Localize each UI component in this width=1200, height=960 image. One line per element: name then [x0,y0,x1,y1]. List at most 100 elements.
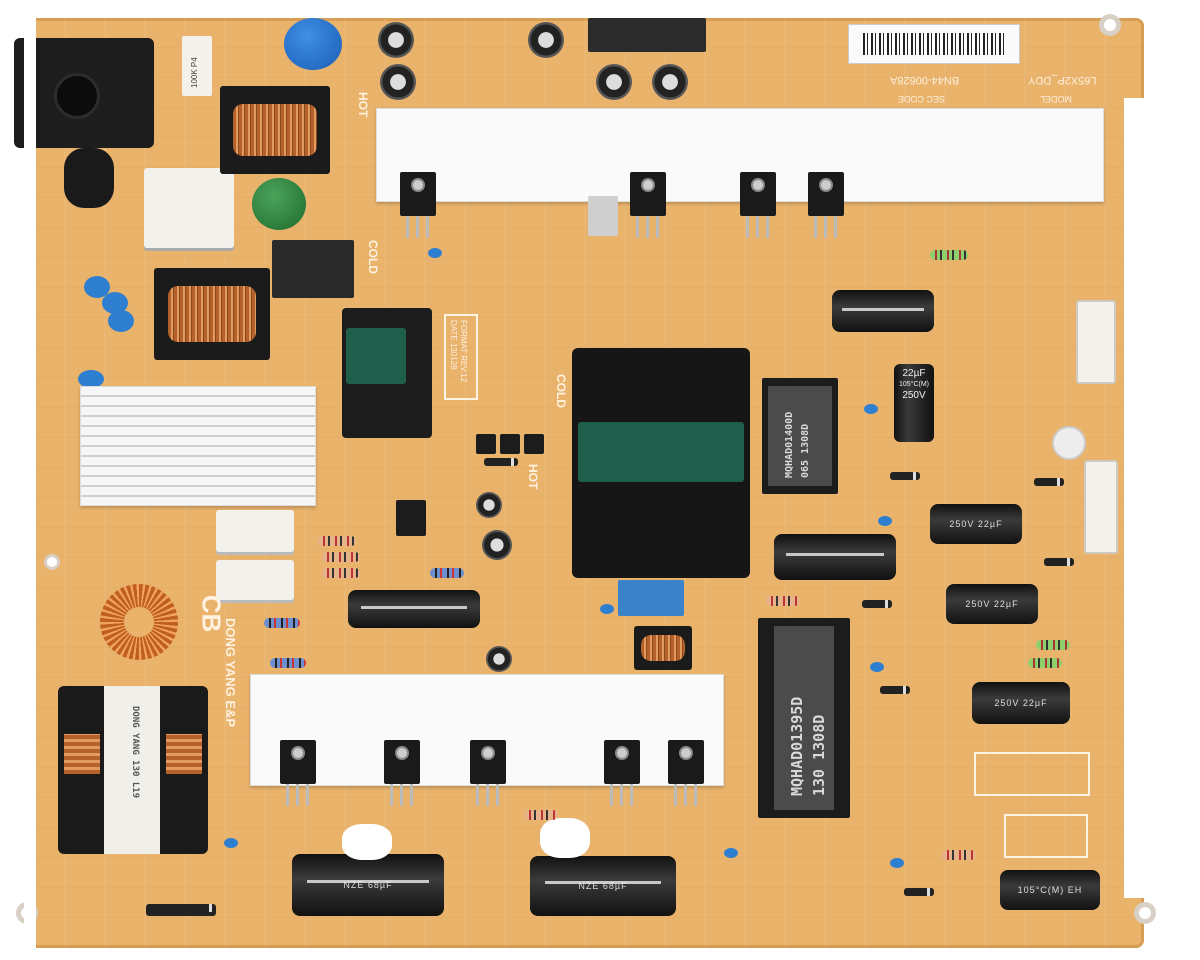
bulk-capacitor-68uf: NZE 68µF [292,854,444,916]
barcode [863,33,1005,55]
ceramic-capacitor [878,516,892,526]
blue-capacitor-block [618,580,684,616]
diode [484,458,518,466]
mosfet [808,172,844,238]
mounting-hole [1134,902,1156,924]
capacitor-top [482,530,512,560]
mounting-hole [44,554,60,570]
cb-mark: CB [196,594,227,633]
relay [272,240,354,298]
diode [862,600,892,608]
ac-power-inlet [14,38,154,148]
output-connector [1076,300,1116,384]
sec-code-caption: SEC CODE [898,94,946,104]
mosfet [470,740,506,806]
y-capacitor [78,370,104,388]
ceramic-capacitor [600,604,614,614]
capacitor-22uf: 250V 22µF [930,504,1022,544]
diode [904,888,934,896]
capacitor-top [476,492,502,518]
ceramic-capacitor [864,404,878,414]
date-box: FORMAT REV.12 DATE 130128 [444,314,478,400]
small-inductor [634,626,692,670]
resistor [1026,640,1080,650]
mosfet [400,172,436,238]
standby-transformer [342,308,432,438]
capacitor-top [380,64,416,100]
resistor [260,658,316,668]
mosfet [740,172,776,238]
mounting-hole [1099,14,1121,36]
ribbon-connector [588,18,706,52]
smd-transistor [500,434,520,454]
x-capacitor [144,168,234,248]
silkscreen-box [1004,814,1088,858]
capacitor-top [528,22,564,58]
capacitor-top [378,22,414,58]
llc-transformer: MQHAD01400D 065 1308D [762,378,838,494]
mosfet [384,740,420,806]
capacitor-top [652,64,688,100]
mosfet [668,740,704,806]
diode [880,686,910,694]
ceramic-capacitor [890,858,904,868]
y-capacitor [102,292,128,314]
y-capacitor [84,276,110,298]
circuit-board: 100K P4 CB DONG YANG E&P DONG YANG 130 L… [14,14,1156,948]
ceramic-capacitor [428,248,442,258]
common-mode-choke [154,268,270,360]
resistor [932,850,986,860]
film-capacitor [216,510,294,552]
resistor [312,568,370,578]
ceramic-capacitor [724,848,738,858]
model-caption: MODEL [1040,94,1073,104]
capacitor-22uf: 22µF 105°C(M) 250V [894,364,934,442]
model-value: L65X2P_DDY [1028,74,1097,86]
manufacturer-silkscreen: DONG YANG E&P [223,618,238,728]
resistor [312,552,370,562]
barcode-sticker [848,24,1020,64]
glue-blob [540,818,590,858]
capacitor-22uf: 250V 22µF [946,584,1038,624]
resistor [254,618,310,628]
film-capacitor [216,560,294,600]
hot-zone-label: HOT [526,464,540,490]
glue-blob [342,824,392,860]
resistor [920,250,978,260]
diode [890,472,920,480]
resistor [420,568,474,578]
ceramic-capacitor [870,662,884,672]
bulk-capacitor-68uf: NZE 68µF [530,856,676,916]
diode [146,904,216,916]
resistor [308,536,366,546]
hot-zone-label: HOT [356,92,370,118]
fuse-holder: 100K P4 [182,36,212,96]
smd-transistor [476,434,496,454]
led-driver-transformer: MQHAD01395D 130 1308D [758,618,850,818]
smd-transistor [524,434,544,454]
mosfet [280,740,316,806]
mosfet [630,172,666,238]
main-transformer [572,348,750,578]
capacitor-22uf: 250V 22µF [972,682,1070,724]
board-edge [24,18,36,948]
diode [1044,558,1074,566]
cold-zone-label: COLD [366,240,380,274]
pfc-transformer: DONG YANG 130 L19 [58,686,208,854]
output-connector [1084,460,1118,554]
inlet-mount [64,148,114,208]
electrolytic-capacitor [774,534,896,580]
diode [1034,478,1064,486]
control-ic [396,500,426,536]
electrolytic-capacitor [832,290,934,332]
capacitor-22uf: 105°C(M) EH [1000,870,1100,910]
varistor [284,18,342,70]
mosfet [604,740,640,806]
sec-code-value: BN44-00628A [890,74,960,86]
capacitor-top [486,646,512,672]
common-mode-choke [220,86,330,174]
thermistor [252,178,306,230]
heatsink-clip [588,196,618,236]
toroid-inductor [100,584,178,660]
board-edge [1124,98,1144,898]
